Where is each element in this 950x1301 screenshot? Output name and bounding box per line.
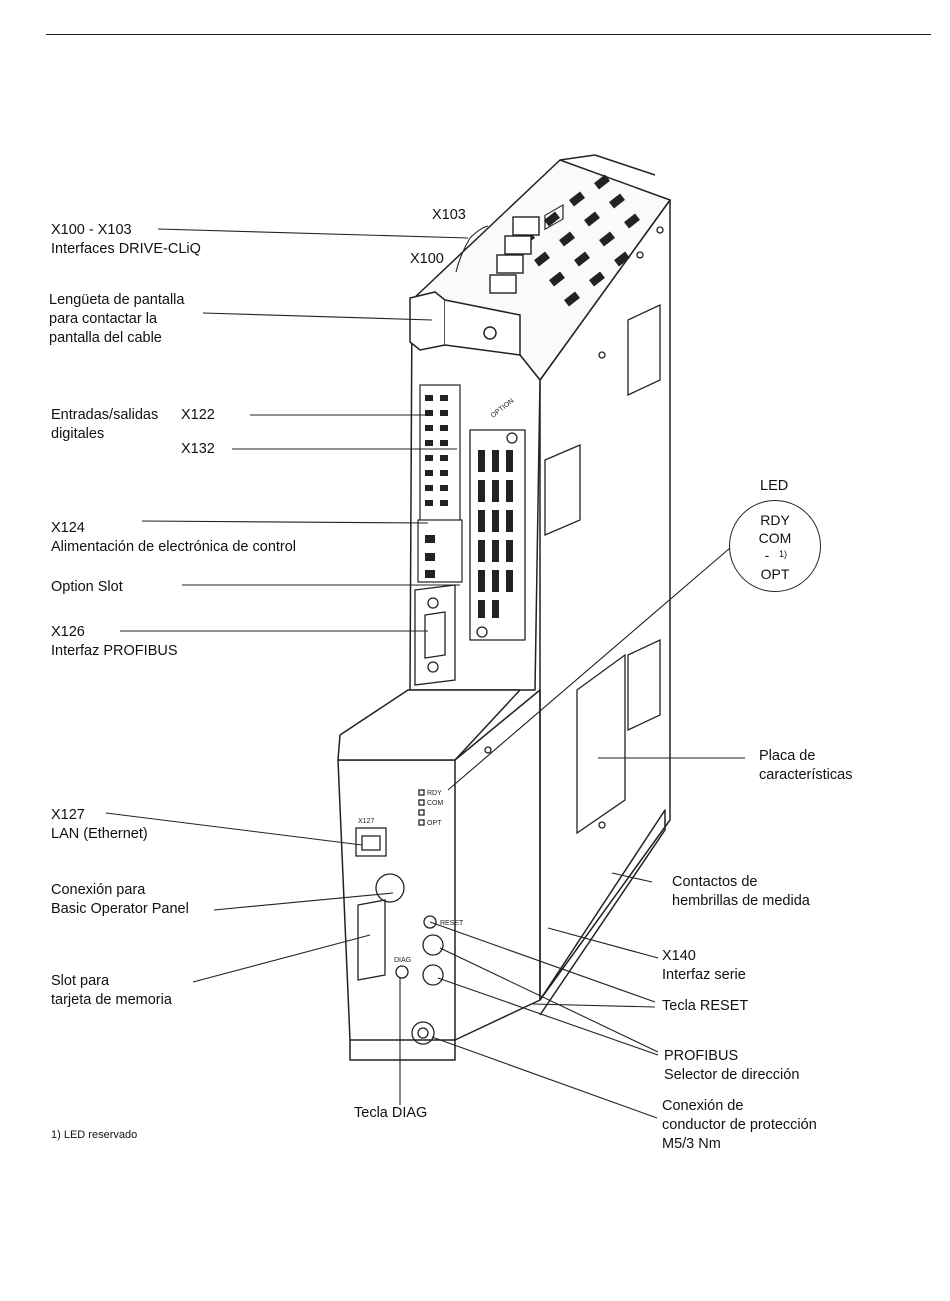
label-option-slot: Option Slot bbox=[51, 579, 123, 595]
label-x100: X100 bbox=[410, 251, 444, 267]
device-led-rdy-mark: RDY bbox=[427, 790, 442, 797]
led-legend-com: COM bbox=[758, 530, 792, 546]
label-x122: X122 bbox=[181, 407, 215, 423]
label-reset: Tecla RESET bbox=[662, 998, 749, 1014]
label-x103: X103 bbox=[432, 207, 466, 223]
led-legend-reserved: - bbox=[764, 547, 770, 563]
device-diag-mark: DIAG bbox=[394, 957, 411, 964]
device-reset-mark: RESET bbox=[440, 920, 464, 927]
led-legend-circle: RDY COM - 1) OPT bbox=[729, 500, 821, 592]
device-led-opt-mark: OPT bbox=[427, 820, 442, 827]
led-legend-footnote-mark: 1) bbox=[778, 549, 787, 559]
label-diag: Tecla DIAG bbox=[354, 1105, 428, 1121]
label-led: LED bbox=[760, 478, 789, 494]
device-led-com-mark: COM bbox=[427, 800, 444, 807]
top-rule bbox=[46, 34, 931, 35]
device-x127-mark: X127 bbox=[358, 818, 374, 825]
led-legend-rdy: RDY bbox=[760, 512, 790, 528]
label-x132: X132 bbox=[181, 441, 215, 457]
led-legend-opt: OPT bbox=[760, 566, 790, 582]
footnote: 1) LED reservado bbox=[51, 1129, 138, 1141]
